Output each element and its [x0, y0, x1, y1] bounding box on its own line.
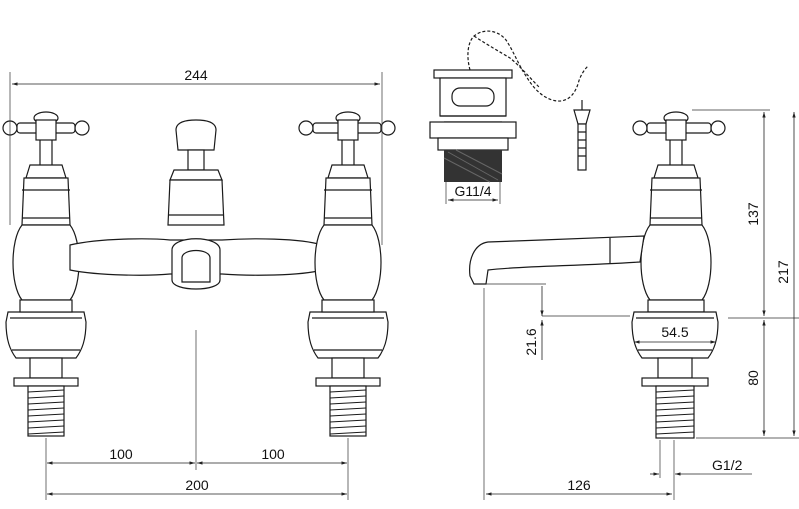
dim-shank-length: 80	[745, 320, 766, 436]
dim-label-80: 80	[745, 370, 761, 386]
right-threaded-shank	[329, 385, 367, 437]
dim-overall-width: 244	[12, 67, 380, 86]
dim-label-244: 244	[184, 67, 208, 83]
chain	[467, 30, 589, 102]
bridge-arm	[69, 238, 323, 290]
dim-base-diameter: 54.5	[634, 324, 716, 344]
dim-label-100-left: 100	[109, 446, 133, 462]
dim-spout-reach: 126	[486, 477, 672, 496]
dim-label-200: 200	[185, 477, 209, 493]
left-valve-body	[5, 177, 87, 387]
dim-centres: 200	[47, 477, 347, 496]
dim-label-100-right: 100	[261, 446, 285, 462]
dim-right-spacing: 100	[197, 446, 347, 465]
dim-spout-height: 21.6	[523, 286, 630, 360]
right-valve-body	[307, 177, 389, 387]
dim-label-126: 126	[567, 477, 591, 493]
left-cross-handle	[2, 111, 90, 179]
dim-label-g1-2: G1/2	[712, 457, 743, 473]
dim-label-21-6: 21.6	[523, 328, 539, 355]
left-threaded-shank	[27, 385, 65, 437]
front-view-bridge-mixer	[2, 72, 396, 500]
dim-label-g11-4: G11/4	[454, 183, 491, 199]
dim-side-total-height: 217	[775, 112, 796, 436]
dim-label-217: 217	[775, 260, 791, 284]
dim-label-137: 137	[745, 202, 761, 226]
dim-left-spacing: 100	[47, 446, 195, 465]
dim-inlet-thread: G1/2	[650, 457, 752, 476]
centre-knob	[167, 119, 225, 226]
waste-plug-assembly: G11/4	[429, 30, 591, 204]
dim-side-upper-height: 137	[745, 112, 766, 316]
right-cross-handle	[298, 111, 396, 179]
side-view-tap	[469, 111, 726, 439]
dim-label-54-5: 54.5	[661, 324, 688, 340]
side-extension-lines	[483, 109, 799, 500]
chain-stopper	[573, 100, 591, 171]
